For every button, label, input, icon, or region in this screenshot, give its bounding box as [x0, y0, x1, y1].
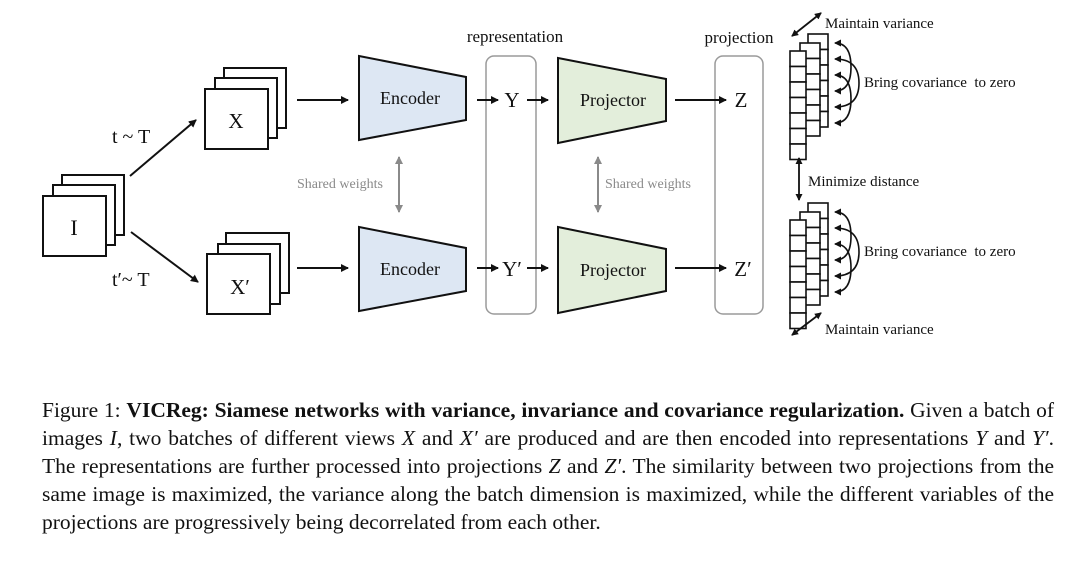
- caption-math: Y: [975, 426, 988, 450]
- embedding-cell: [789, 143, 807, 161]
- embedding-cell: [789, 234, 807, 252]
- encoder-top-label: Encoder: [380, 88, 440, 108]
- projection-bracket: [714, 55, 764, 315]
- projector-bottom-label: Projector: [580, 260, 646, 280]
- caption-text: . The representations are further proces…: [42, 426, 1055, 478]
- embedding-cell: [789, 65, 807, 83]
- input-image-stack: I: [42, 174, 125, 257]
- embedding-cell: [789, 81, 807, 99]
- view-xprime-stack: X′: [206, 232, 290, 315]
- proj-zprime-label: Z′: [734, 257, 751, 281]
- aug-label-top: t ~ T: [112, 126, 150, 148]
- projector-bottom: [557, 225, 667, 315]
- aug-arrow-top: [129, 119, 197, 177]
- caption-text: are produced and are then encoded into r…: [477, 426, 976, 450]
- view-x-stack: X: [204, 67, 287, 150]
- covariance-arcs-top: [834, 39, 860, 127]
- covariance-arc: [834, 55, 860, 111]
- caption-math: Z′: [604, 454, 622, 478]
- vicreg-diagram: I t ~ T t′~ T X X′ Encoder Encoder Share…: [42, 12, 1016, 338]
- view-x-label: X: [228, 109, 243, 133]
- figure-caption: Figure 1: VICReg: Siamese networks with …: [42, 396, 1054, 536]
- caption-text: and: [415, 426, 460, 450]
- covariance-arc: [834, 39, 852, 95]
- minimize-distance-label: Minimize distance: [808, 174, 920, 190]
- covariance-arc: [834, 71, 852, 127]
- embedding-cell: [789, 127, 807, 145]
- embedding-cell: [789, 250, 807, 268]
- caption-text: and: [987, 426, 1032, 450]
- maintain-variance-label-top: Maintain variance: [825, 16, 934, 32]
- caption-prefix: Figure 1:: [42, 398, 127, 422]
- representation-bracket: [485, 55, 537, 315]
- embedding-cell: [789, 96, 807, 114]
- proj-z-label: Z: [735, 88, 748, 112]
- embedding-cell: [789, 219, 807, 237]
- embedding-cell: [789, 265, 807, 283]
- caption-text: , two batches of different views: [116, 426, 402, 450]
- covariance-arc: [834, 240, 852, 296]
- shared-weights-label-left: Shared weights: [297, 177, 383, 192]
- embedding-stack-bottom: [789, 202, 829, 330]
- shared-weights-label-right: Shared weights: [605, 177, 691, 192]
- caption-math: Y′: [1031, 426, 1049, 450]
- encoder-bottom: [358, 225, 467, 313]
- caption-text: . The similarity between two projections…: [42, 454, 1055, 534]
- covariance-arc: [834, 224, 860, 280]
- view-xprime-label: X′: [230, 275, 250, 299]
- encoder-top: [358, 54, 467, 142]
- embedding-cell: [789, 281, 807, 299]
- maintain-variance-arrow-top: [791, 12, 822, 37]
- covariance-label-top: Bring covariance to zero: [864, 75, 1016, 91]
- aug-arrow-bottom: [130, 231, 199, 283]
- projector-top-label: Projector: [580, 90, 646, 110]
- projection-header: projection: [705, 28, 774, 47]
- caption-math: X: [401, 426, 416, 450]
- rep-yprime-label: Y′: [502, 257, 522, 281]
- caption-math: X′: [459, 426, 478, 450]
- embedding-cell: [789, 112, 807, 130]
- rep-y-label: Y: [504, 88, 519, 112]
- encoder-bottom-label: Encoder: [380, 259, 440, 279]
- caption-title: VICReg: Siamese networks with variance, …: [126, 398, 905, 422]
- caption-text: Given a batch of images: [42, 398, 1055, 450]
- embedding-cell: [789, 296, 807, 314]
- embedding-cell: [789, 50, 807, 68]
- embedding-stack-top: [789, 33, 829, 161]
- covariance-arc: [834, 208, 852, 264]
- covariance-arcs-bottom: [834, 208, 860, 296]
- maintain-variance-label-bottom: Maintain variance: [825, 322, 934, 338]
- input-label: I: [70, 215, 77, 240]
- projector-top: [557, 56, 667, 145]
- caption-math: Z: [548, 454, 561, 478]
- representation-header: representation: [467, 27, 564, 46]
- caption-math: I: [109, 426, 117, 450]
- maintain-variance-arrow-bottom: [791, 312, 822, 336]
- aug-label-bottom: t′~ T: [112, 269, 150, 291]
- covariance-label-bottom: Bring covariance to zero: [864, 244, 1016, 260]
- caption-text: and: [560, 454, 605, 478]
